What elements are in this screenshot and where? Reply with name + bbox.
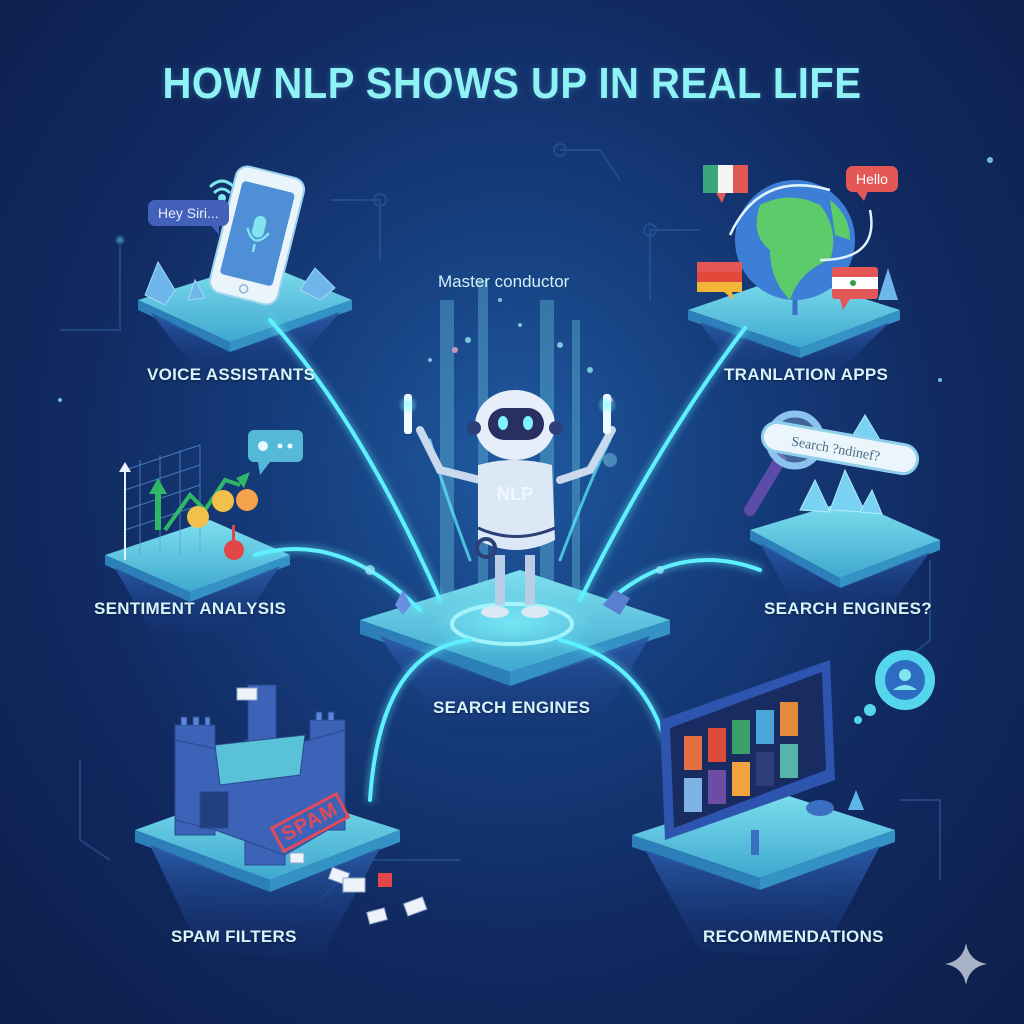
center-platform: [360, 570, 670, 740]
speech-bubble-hello: Hello: [846, 166, 898, 201]
envelope-icons: [236, 687, 428, 925]
sentiment-chart: [119, 430, 303, 560]
search-platform: [750, 500, 940, 620]
tree-icon: [848, 790, 864, 810]
monitor-posters-icon: [660, 660, 835, 855]
crystal-center-left: [395, 590, 411, 615]
crystals-voice: [144, 260, 336, 306]
label-sentiment-analysis: SENTIMENT ANALYSIS: [94, 599, 287, 618]
user-profile-bubble-icon: [854, 650, 935, 724]
label-translation-apps: TRANLATION APPS: [724, 365, 889, 384]
crystal-center-right: [603, 590, 630, 615]
castle-icon: [174, 684, 346, 866]
label-search-engines-center: SEARCH ENGINES: [433, 698, 591, 717]
sentiment-platform: [105, 520, 290, 640]
pie-chart-icon: [806, 800, 834, 816]
chat-bubble-icon: [248, 430, 303, 475]
robot-icon: [398, 390, 617, 618]
globe-icon: [728, 180, 873, 315]
label-spam-filters: SPAM FILTERS: [171, 927, 297, 946]
spam-envelope-red: [378, 873, 392, 887]
center-caption: Master conductor: [438, 272, 570, 291]
crystal-translation: [878, 268, 898, 300]
crystals-search: [799, 414, 883, 515]
flag-bubble-germany: [697, 262, 742, 300]
sparkle-icon: [945, 943, 987, 985]
speech-bubble-hey-siri: Hey Siri...: [148, 200, 229, 235]
label-voice-assistants: VOICE ASSISTANTS: [147, 365, 316, 384]
smartphone-icon: [208, 165, 306, 306]
label-search-engines-q: SEARCH ENGINES?: [764, 599, 932, 618]
page-title: HOW NLP SHOWS UP IN REAL LIFE: [162, 60, 862, 108]
robot-chest-label: NLP: [497, 484, 533, 504]
label-recommendations: RECOMMENDATIONS: [703, 927, 884, 946]
flag-bubble-lebanon: [832, 267, 878, 310]
flag-bubble-mexico: [703, 165, 748, 203]
voice-platform: [138, 262, 352, 380]
